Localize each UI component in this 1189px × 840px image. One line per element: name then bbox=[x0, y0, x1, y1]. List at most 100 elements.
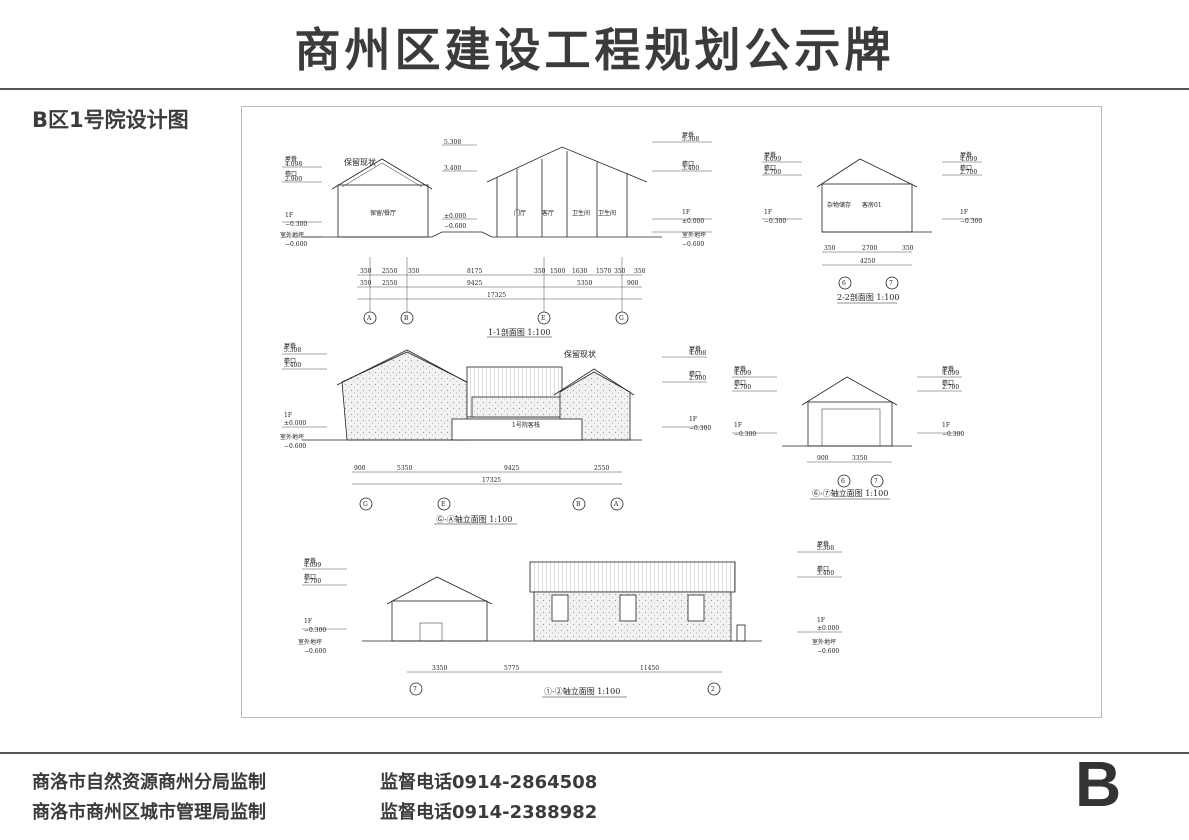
level-value: −0.600 bbox=[682, 241, 704, 248]
footer-rule bbox=[0, 752, 1189, 754]
level-value: 2.900 bbox=[285, 176, 302, 183]
dim-label: 5350 bbox=[577, 280, 592, 287]
header-rule bbox=[0, 88, 1189, 90]
room-label: 门厅 bbox=[514, 209, 526, 217]
level-label: 室外地坪 bbox=[280, 433, 304, 441]
dim-label: 350 bbox=[360, 280, 372, 287]
section-1-1 bbox=[282, 141, 712, 338]
drawing-canvas: 保留现状 保留/餐厅 门厅 客厅 卫生间 卫生间 屋脊 4.098 檐口 2.9… bbox=[280, 131, 982, 698]
dim-label: 1570 bbox=[596, 268, 611, 275]
level-value: −0.600 bbox=[444, 223, 466, 230]
level-label: 檐口 bbox=[734, 379, 746, 387]
drawing-title: ⑥-⑦轴立面图 1:100 bbox=[812, 488, 888, 498]
dim-label: 350 bbox=[360, 268, 372, 275]
section-2-2-labels: 杂物储存 客房01 屋脊 4.099 檐口 2.700 1F −0.300 屋脊… bbox=[764, 151, 982, 302]
level-value: 2.700 bbox=[764, 169, 781, 176]
axis-label: A bbox=[613, 501, 619, 508]
level-label: 屋脊 bbox=[960, 151, 972, 159]
dim-label: 5775 bbox=[504, 665, 519, 672]
level-value: 4.098 bbox=[689, 350, 706, 357]
drawing-frame: 保留现状 保留/餐厅 门厅 客厅 卫生间 卫生间 屋脊 4.098 檐口 2.9… bbox=[241, 106, 1102, 718]
axis-label: G bbox=[363, 501, 368, 508]
dim-label: 900 bbox=[627, 280, 639, 287]
level-value: −0.300 bbox=[942, 431, 964, 438]
level-label: 室外地坪 bbox=[812, 638, 836, 646]
level-value: 3.400 bbox=[284, 362, 301, 369]
level-label: 1F bbox=[284, 412, 292, 419]
dim-total: 4250 bbox=[860, 258, 875, 265]
elevation-G-A bbox=[282, 349, 707, 525]
level-value: 2.700 bbox=[960, 169, 977, 176]
dim-label: 1630 bbox=[572, 268, 587, 275]
level-label: 檐口 bbox=[682, 160, 694, 168]
level-label: 屋脊 bbox=[304, 557, 316, 565]
axis-label: 6 bbox=[842, 280, 846, 287]
dim-label: 3350 bbox=[852, 455, 867, 462]
dim-label: 900 bbox=[354, 465, 366, 472]
axis-label: G bbox=[619, 315, 624, 322]
dim-label: 350 bbox=[614, 268, 626, 275]
level-value: 2.700 bbox=[734, 384, 751, 391]
level-label: 屋脊 bbox=[942, 365, 954, 373]
dim-label: 9425 bbox=[504, 465, 519, 472]
level-label: 屋脊 bbox=[764, 151, 776, 159]
axis-label: E bbox=[541, 315, 545, 322]
level-label: 屋脊 bbox=[689, 345, 701, 353]
room-label: 卫生间 bbox=[598, 209, 616, 217]
level-label: 室外地坪 bbox=[682, 231, 706, 239]
level-label: 室外地坪 bbox=[298, 638, 322, 646]
level-value: 2.700 bbox=[304, 578, 321, 585]
drawing-title: 2-2剖面图 1:100 bbox=[837, 292, 899, 302]
level-value: −0.300 bbox=[285, 221, 307, 228]
level-value: 3.400 bbox=[817, 570, 834, 577]
dim-label: 350 bbox=[824, 245, 836, 252]
level-label: 1F bbox=[682, 209, 690, 216]
level-value: −0.600 bbox=[285, 241, 307, 248]
note-retain: 保留现状 bbox=[564, 349, 596, 359]
room-label: 杂物储存 bbox=[827, 201, 851, 209]
level-value: 5.308 bbox=[444, 139, 461, 146]
dim-label: 5350 bbox=[397, 465, 412, 472]
elevation-6-7-labels: 屋脊 4.099 檐口 2.700 1F −0.300 屋脊 4.099 檐口 … bbox=[734, 365, 964, 498]
dim-label: 350 bbox=[408, 268, 420, 275]
level-value: 5.308 bbox=[284, 347, 301, 354]
level-label: 檐口 bbox=[817, 565, 829, 573]
axis-label: B bbox=[576, 501, 581, 508]
axis-label: 2 bbox=[711, 686, 715, 693]
axis-label: B bbox=[404, 315, 409, 322]
level-value: −0.300 bbox=[764, 218, 786, 225]
room-label: 客房01 bbox=[862, 201, 882, 209]
level-label: 1F bbox=[817, 617, 825, 624]
dim-label: 1500 bbox=[550, 268, 565, 275]
dim-label: 350 bbox=[902, 245, 914, 252]
level-label: 屋脊 bbox=[817, 540, 829, 548]
level-value: 2.900 bbox=[689, 375, 706, 382]
axis-label: E bbox=[441, 501, 445, 508]
level-value: 5.308 bbox=[817, 545, 834, 552]
level-label: 1F bbox=[689, 416, 697, 423]
dim-label: 11450 bbox=[640, 665, 659, 672]
dim-total: 17325 bbox=[487, 292, 506, 299]
level-label: 1F bbox=[942, 422, 950, 429]
drawing-title: ①-②轴立面图 1:100 bbox=[544, 686, 620, 696]
level-label: 檐口 bbox=[960, 164, 972, 172]
section-2-2 bbox=[762, 158, 982, 304]
room-label: 卫生间 bbox=[572, 209, 590, 217]
level-label: 屋脊 bbox=[284, 342, 296, 350]
level-value: −0.600 bbox=[284, 443, 306, 450]
dim-label: 8175 bbox=[467, 268, 482, 275]
footer-org-1: 商洛市自然资源商州分局监制 bbox=[32, 772, 266, 793]
level-label: 1F bbox=[285, 212, 293, 219]
dim-label: 2700 bbox=[862, 245, 877, 252]
note-retain: 保留现状 bbox=[344, 157, 376, 167]
level-label: 屋脊 bbox=[285, 155, 297, 163]
footer-org-2: 商洛市商州区城市管理局监制 bbox=[32, 802, 266, 823]
dim-label: 350 bbox=[534, 268, 546, 275]
level-value: 3.400 bbox=[444, 165, 461, 172]
level-value: ±0.000 bbox=[284, 420, 306, 427]
zone-badge: B bbox=[1075, 748, 1122, 820]
room-label: 保留/餐厅 bbox=[370, 209, 396, 217]
level-value: 3.400 bbox=[682, 165, 699, 172]
level-value: −0.600 bbox=[817, 648, 839, 655]
dim-label: 9425 bbox=[467, 280, 482, 287]
